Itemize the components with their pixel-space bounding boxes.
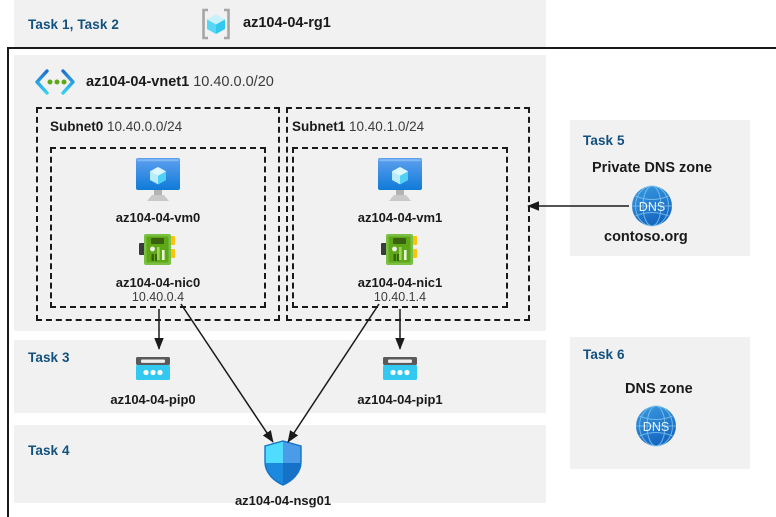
nic0-ip: 10.40.0.4 bbox=[131, 290, 185, 304]
subnet-1-title: Subnet1 10.40.1.0/24 bbox=[292, 119, 424, 134]
dns-zone-icon: DNS bbox=[630, 184, 674, 228]
vnet-panel bbox=[14, 55, 546, 331]
nsg-label: az104-04-nsg01 bbox=[234, 493, 332, 508]
private-dns-zone-title: Private DNS zone bbox=[592, 160, 713, 176]
nic1-ip: 10.40.1.4 bbox=[373, 290, 427, 304]
virtual-machine-icon bbox=[378, 158, 422, 201]
network-interface-icon bbox=[381, 234, 417, 265]
subnet-0-title: Subnet0 10.40.0.0/24 bbox=[50, 119, 182, 134]
subnet-0-resources-box bbox=[50, 147, 266, 308]
node-nsg: az104-04-nsg01 bbox=[228, 440, 338, 508]
vnet-title: az104-04-vnet1 10.40.0.0/20 bbox=[86, 74, 274, 90]
node-pip1: az104-04-pip1 bbox=[345, 355, 455, 407]
resource-group-icon bbox=[199, 7, 233, 41]
public-ip-address-icon bbox=[383, 357, 417, 380]
dns-icon-text: DNS bbox=[643, 420, 669, 434]
task-3-panel bbox=[14, 340, 546, 413]
task-6-panel bbox=[570, 337, 750, 469]
dns-zone-title: DNS zone bbox=[625, 381, 693, 397]
private-dns-zone-name: contoso.org bbox=[604, 229, 688, 245]
task-label-4: Task 4 bbox=[28, 443, 70, 458]
resource-group-frame bbox=[7, 47, 776, 517]
resource-group-name: az104-04-rg1 bbox=[243, 15, 331, 31]
dns-icon-text: DNS bbox=[639, 200, 665, 214]
pip1-label: az104-04-pip1 bbox=[357, 392, 443, 407]
nic1-label: az104-04-nic1 bbox=[357, 275, 443, 290]
vnet-name: az104-04-vnet1 bbox=[86, 74, 190, 90]
subnet-0-cidr: 10.40.0.0/24 bbox=[107, 119, 183, 134]
task-label-6: Task 6 bbox=[583, 347, 625, 362]
task-label-3: Task 3 bbox=[28, 350, 70, 365]
subnet-0-box bbox=[36, 107, 280, 321]
node-nic1: az104-04-nic1 10.40.1.4 bbox=[340, 232, 460, 304]
node-nic0: az104-04-nic0 10.40.0.4 bbox=[98, 232, 218, 304]
network-security-group-icon bbox=[264, 440, 302, 486]
node-vm1: az104-04-vm1 bbox=[340, 157, 460, 225]
subnet-0-name: Subnet0 bbox=[50, 119, 104, 134]
vm1-label: az104-04-vm1 bbox=[357, 210, 443, 225]
nic0-label: az104-04-nic0 bbox=[115, 275, 201, 290]
node-vm0: az104-04-vm0 bbox=[98, 157, 218, 225]
resource-group-header-panel bbox=[14, 0, 546, 47]
dns-zone-icon: DNS bbox=[634, 404, 678, 448]
node-pip0: az104-04-pip0 bbox=[98, 355, 208, 407]
network-interface-icon bbox=[139, 234, 175, 265]
virtual-network-icon bbox=[33, 68, 77, 96]
subnet-1-cidr: 10.40.1.0/24 bbox=[349, 119, 425, 134]
subnet-1-resources-box bbox=[292, 147, 508, 308]
vnet-cidr: 10.40.0.0/20 bbox=[193, 74, 274, 90]
task-label-5: Task 5 bbox=[583, 133, 625, 148]
vm0-label: az104-04-vm0 bbox=[115, 210, 201, 225]
pip0-label: az104-04-pip0 bbox=[110, 392, 196, 407]
subnet-1-name: Subnet1 bbox=[292, 119, 346, 134]
virtual-machine-icon bbox=[136, 158, 180, 201]
task-label-1-2: Task 1, Task 2 bbox=[28, 17, 119, 32]
subnet-1-box bbox=[286, 107, 530, 321]
public-ip-address-icon bbox=[136, 357, 170, 380]
